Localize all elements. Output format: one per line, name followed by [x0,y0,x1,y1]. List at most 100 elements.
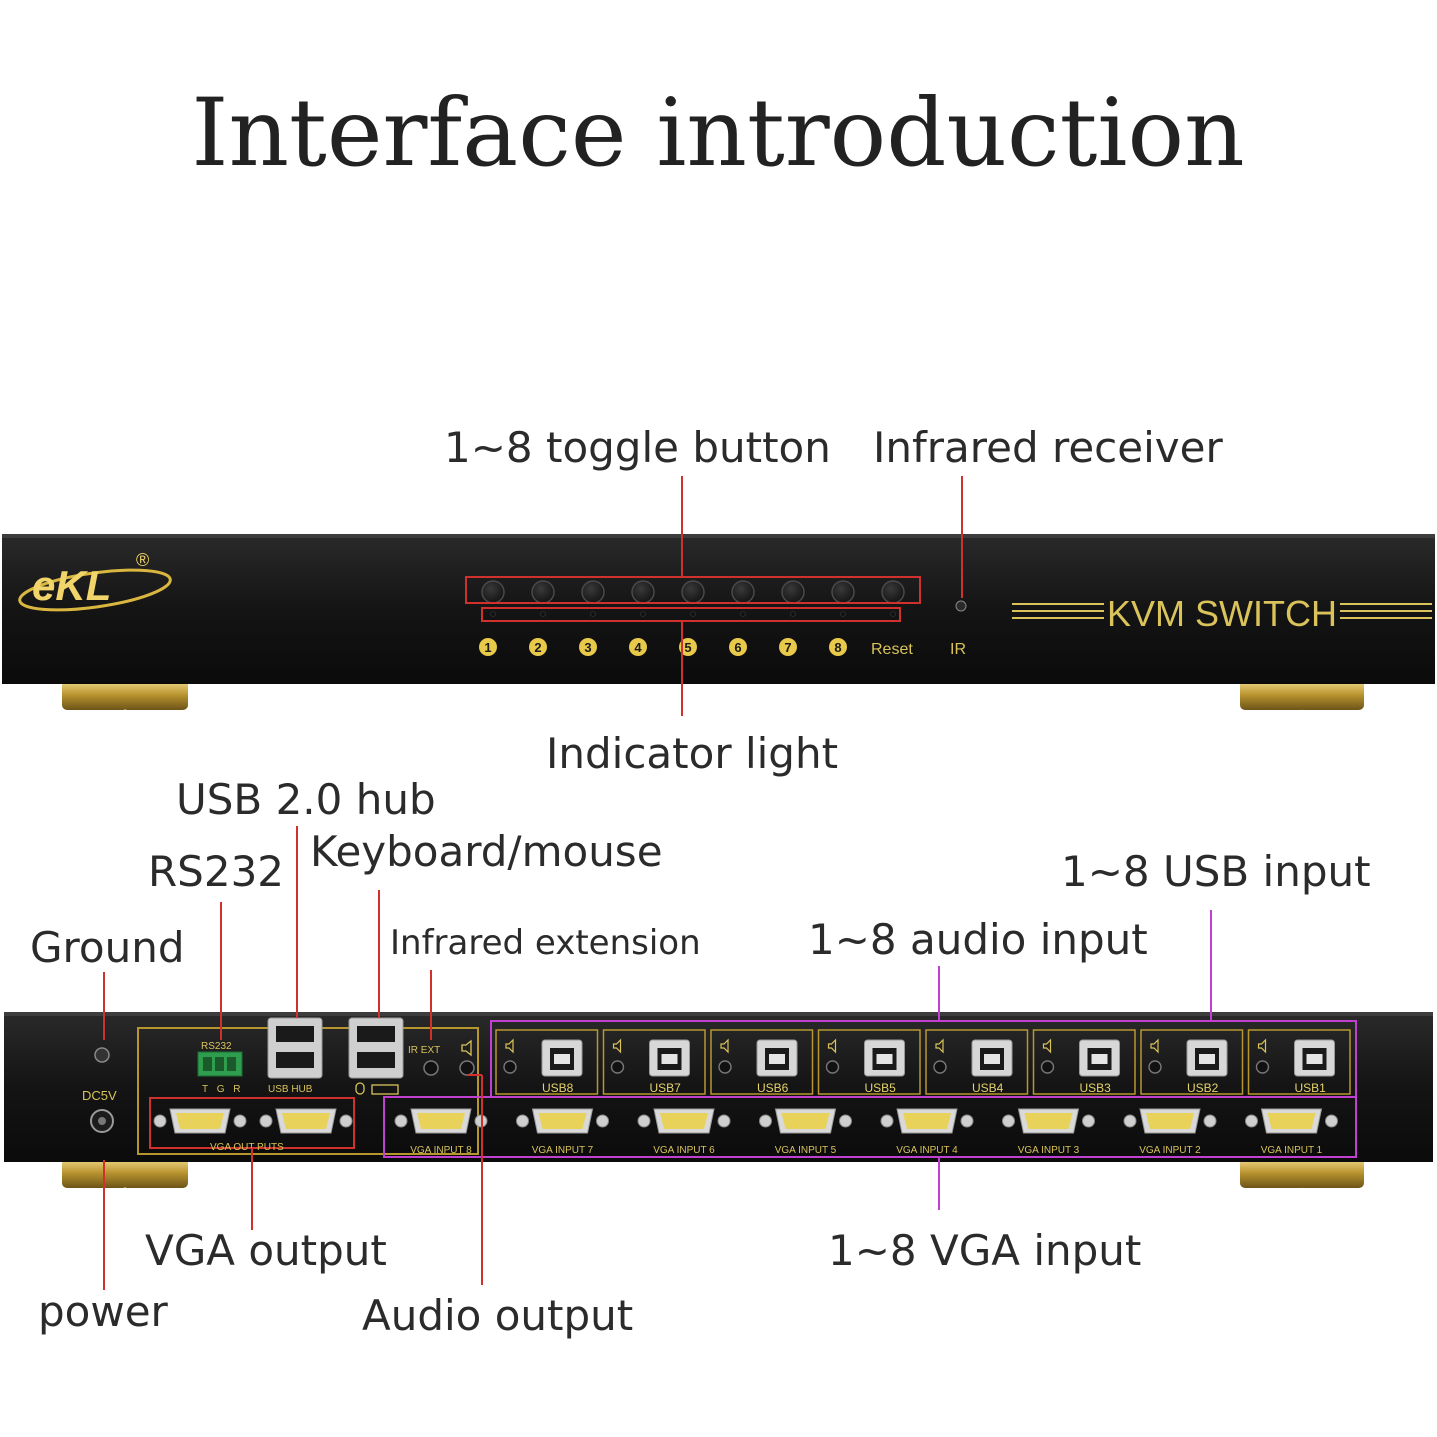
label-infrared-receiver: Infrared receiver [873,423,1223,472]
audio-output-jack[interactable] [459,1060,475,1076]
button-number-4: 4 [634,640,642,655]
indicator-led-2 [540,611,546,617]
vga-output-ports[interactable] [153,1108,353,1134]
toggle-button-6[interactable] [731,580,755,604]
audio-input-jack-5[interactable] [825,1060,840,1074]
toggle-button-7[interactable] [781,580,805,604]
usb-port-label: USB7 [650,1081,682,1095]
audio-input-icon [612,1038,622,1054]
vga-input-port-6[interactable] [637,1108,731,1134]
toggle-button-5[interactable] [681,580,705,604]
button-number-badge [679,638,697,656]
vga-input-callout-box [383,1096,1357,1158]
toggle-button-2[interactable] [531,580,555,604]
toggle-button-3[interactable] [581,580,605,604]
usb-input-slot-3[interactable]: USB3 [1032,1029,1136,1095]
toggle-button-1[interactable] [481,580,505,604]
button-number-5: 5 [684,640,691,655]
audio-input-jack-7[interactable] [610,1060,625,1074]
ir-ext-label: IR EXT [408,1045,440,1056]
vga-input-port-5[interactable] [759,1108,852,1134]
indicator-led-7 [790,611,796,617]
usb-hub-label: USB HUB [268,1084,313,1095]
button-number-badge [729,638,747,656]
usb-input-slot-7[interactable]: USB7 [602,1029,706,1095]
label-vga-input: 1~8 VGA input [828,1226,1141,1275]
usb-port-label: USB3 [1080,1081,1112,1095]
button-number-1: 1 [484,640,491,655]
reset-label: Reset [871,641,913,658]
vga-input-port-2[interactable] [1123,1108,1217,1134]
indicator-led-4 [640,611,646,617]
label-power: power [38,1287,169,1336]
label-audio-output: Audio output [362,1291,633,1340]
usb-hub-ports[interactable] [267,1017,323,1079]
toggle-buttons[interactable] [481,580,905,604]
vga-input-port-3[interactable] [1002,1108,1095,1134]
label-indicator-light: Indicator light [546,729,838,778]
reset-button[interactable] [881,580,905,604]
vga-out-label: VGA OUT PUTS [210,1142,284,1153]
vga-input-label: VGA INPUT 3 [1018,1145,1080,1156]
toggle-button-8[interactable] [831,580,855,604]
keyboard-mouse-ports[interactable] [348,1017,404,1079]
vga-output-port-1[interactable] [153,1108,247,1134]
label-toggle-button: 1~8 toggle button [444,423,831,472]
indicator-led-5 [690,611,696,617]
usb-input-slot-1[interactable]: USB1 [1247,1029,1351,1095]
audio-input-jack-8[interactable] [503,1060,517,1074]
usb-port-label: USB6 [757,1081,789,1095]
audio-input-jack-3[interactable] [1040,1060,1055,1074]
vga-input-port-4[interactable] [880,1108,974,1134]
usb-port-label: USB4 [972,1081,1004,1095]
button-number-badge [779,638,797,656]
vga-input-label: VGA INPUT 1 [1261,1145,1323,1156]
usb-port-label: USB1 [1295,1081,1327,1095]
audio-input-jack-1[interactable] [1255,1060,1270,1074]
ir-label: IR [950,641,966,658]
button-number-6: 6 [734,640,741,655]
audio-input-jack-2[interactable] [1148,1060,1162,1074]
button-number-badge [529,638,547,656]
rear-callout-lines [103,826,1212,1290]
button-number-badge [629,638,647,656]
toggle-button-callout-box [465,576,921,604]
usb-input-slot-8[interactable]: USB8 [495,1029,599,1095]
rs232-terminal[interactable] [197,1051,243,1077]
vga-input-label: VGA INPUT 8 [410,1145,472,1156]
usb-port-label: USB5 [865,1081,897,1095]
audio-input-icon [1150,1038,1159,1054]
usb-input-slot-2[interactable]: USB2 [1140,1029,1244,1095]
vga-input-port-7[interactable] [516,1108,609,1134]
label-usb-input: 1~8 USB input [1061,847,1371,896]
usb-input-slot-4[interactable]: USB4 [925,1029,1029,1095]
product-name-plate: KVM SWITCH [1012,593,1432,634]
label-rs232: RS232 [148,847,284,896]
button-number-7: 7 [784,640,791,655]
audio-input-icon [1257,1038,1267,1054]
usb-input-slot-5[interactable]: USB5 [817,1029,921,1095]
front-foot-right [1240,680,1364,710]
indicator-callout-box [481,607,901,622]
ir-ext-jack[interactable] [423,1060,439,1076]
front-foot-left [62,680,188,710]
ir-receiver-sensor [955,600,967,612]
toggle-button-4[interactable] [631,580,655,604]
vga-output-port-2[interactable] [259,1108,353,1134]
indicator-led-3 [590,611,596,617]
audio-input-jack-4[interactable] [933,1060,947,1074]
button-number-badge [479,638,497,656]
vga-input-label: VGA INPUT 4 [896,1145,958,1156]
vga-input-port-1[interactable] [1245,1108,1338,1134]
svg-text:®: ® [136,550,149,570]
speaker-icon [461,1039,472,1057]
mouse-keyboard-icon [355,1082,399,1095]
audio-input-jack-6[interactable] [718,1060,732,1074]
rear-panel-body [4,1012,1433,1162]
usb-input-slot-6[interactable]: USB6 [710,1029,814,1095]
ekl-logo: eKL ® [18,550,172,612]
